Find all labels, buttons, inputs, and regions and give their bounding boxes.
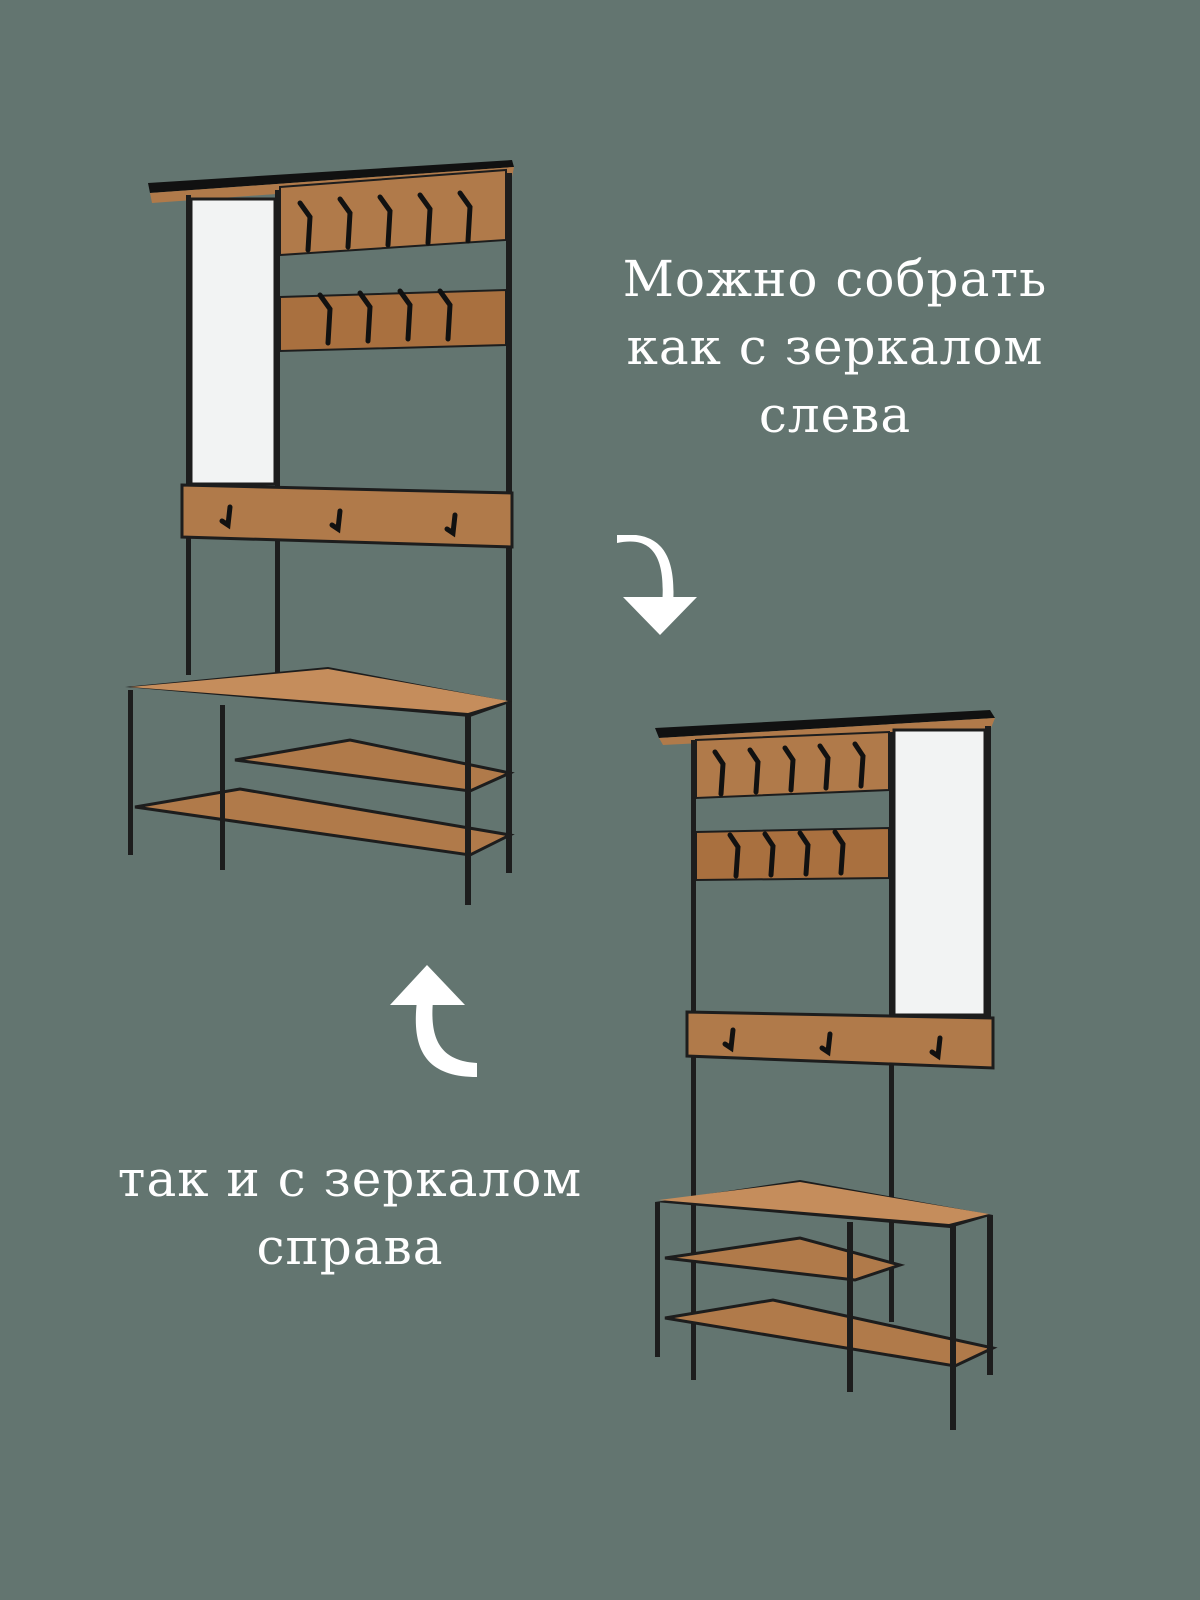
- hallway-rack-mirror-left: [125, 160, 515, 905]
- caption-line: как с зеркалом: [626, 318, 1044, 376]
- curved-arrow-up-icon: [390, 965, 477, 1077]
- caption-line: так и с зеркалом: [117, 1150, 583, 1208]
- caption-mirror-right: так и с зеркалом справа: [95, 1145, 605, 1281]
- caption-line: слева: [758, 386, 912, 444]
- hallway-rack-mirror-right: [655, 710, 998, 1430]
- caption-mirror-left: Можно собрать как с зеркалом слева: [590, 245, 1080, 449]
- caption-line: справа: [256, 1218, 444, 1276]
- curved-arrow-down-icon: [617, 535, 697, 635]
- caption-line: Можно собрать: [622, 250, 1048, 308]
